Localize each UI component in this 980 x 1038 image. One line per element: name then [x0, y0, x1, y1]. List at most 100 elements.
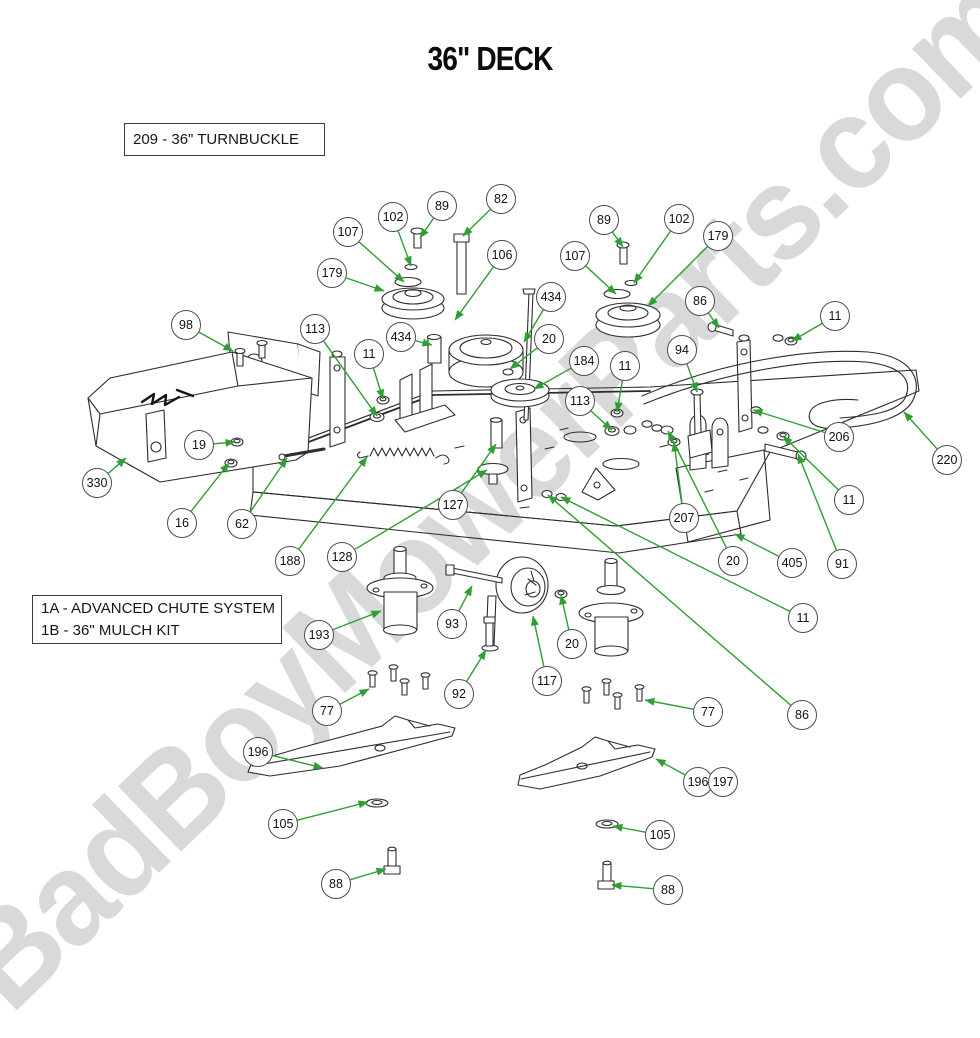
callout-107: 107 — [333, 217, 363, 247]
leader-line-62 — [249, 457, 288, 512]
leader-line-88 — [350, 867, 387, 881]
leader-line-98 — [198, 331, 234, 352]
leader-line-92 — [466, 649, 487, 682]
discharge-chute — [87, 331, 321, 483]
kit-note-box: 1A - ADVANCED CHUTE SYSTEM 1B - 36" MULC… — [32, 595, 282, 644]
callout-16: 16 — [167, 508, 197, 538]
leader-line-330 — [107, 457, 127, 474]
leader-line-88 — [611, 881, 654, 890]
leader-line-93 — [458, 585, 473, 612]
leader-line-89 — [612, 231, 624, 248]
callout-91: 91 — [827, 549, 857, 579]
callout-113: 113 — [300, 314, 330, 344]
leader-line-20 — [559, 594, 570, 630]
callout-179: 179 — [317, 258, 347, 288]
callout-89: 89 — [589, 205, 619, 235]
callout-434: 434 — [386, 322, 416, 352]
callout-86: 86 — [787, 700, 817, 730]
callout-105: 105 — [645, 820, 675, 850]
leader-line-77 — [644, 697, 694, 710]
kit-note-line2: 1B - 36" MULCH KIT — [41, 621, 180, 639]
leader-line-179 — [647, 246, 708, 307]
leader-line-434 — [415, 338, 433, 347]
leader-line-207 — [671, 441, 683, 504]
callout-94: 94 — [667, 335, 697, 365]
callout-434: 434 — [536, 282, 566, 312]
leader-line-86 — [708, 312, 720, 329]
callout-206: 206 — [824, 422, 854, 452]
leader-line-179 — [345, 277, 385, 292]
callout-11: 11 — [820, 301, 850, 331]
leader-line-107 — [585, 265, 617, 295]
leader-line-11 — [614, 380, 624, 413]
callout-405: 405 — [777, 548, 807, 578]
leader-line-89 — [419, 218, 435, 239]
callout-184: 184 — [569, 346, 599, 376]
callout-220: 220 — [932, 445, 962, 475]
callout-128: 128 — [327, 542, 357, 572]
leader-line-11 — [782, 435, 839, 491]
leader-line-105 — [612, 823, 646, 833]
callout-102: 102 — [664, 204, 694, 234]
leader-line-434 — [523, 309, 544, 343]
callout-102: 102 — [378, 202, 408, 232]
leader-line-94 — [686, 363, 698, 393]
kit-note-line1: 1A - ADVANCED CHUTE SYSTEM — [41, 599, 275, 617]
callout-113: 113 — [565, 386, 595, 416]
callout-98: 98 — [171, 310, 201, 340]
callout-193: 193 — [304, 620, 334, 650]
leader-line-206 — [752, 409, 825, 434]
callout-117: 117 — [532, 666, 562, 696]
callout-77: 77 — [693, 697, 723, 727]
callout-86: 86 — [685, 286, 715, 316]
callout-82: 82 — [486, 184, 516, 214]
leader-line-405 — [734, 533, 779, 557]
callout-89: 89 — [427, 191, 457, 221]
callout-106: 106 — [487, 240, 517, 270]
callout-20: 20 — [557, 629, 587, 659]
callout-62: 62 — [227, 509, 257, 539]
leader-line-113 — [323, 340, 378, 417]
hanger-brackets — [329, 334, 753, 503]
leader-line-107 — [358, 241, 405, 283]
leader-line-196 — [272, 754, 324, 770]
leader-line-193 — [332, 610, 382, 631]
callout-20: 20 — [534, 324, 564, 354]
leader-line-196 — [655, 758, 686, 776]
callout-196: 196 — [243, 737, 273, 767]
leader-line-91 — [797, 453, 838, 551]
leader-line-77 — [339, 688, 370, 705]
leader-line-102 — [633, 230, 671, 284]
callout-127: 127 — [438, 490, 468, 520]
callout-11: 11 — [354, 339, 384, 369]
leader-line-105 — [297, 800, 369, 821]
deflector-bar — [641, 350, 917, 429]
leader-line-11 — [791, 322, 823, 342]
blades — [247, 715, 656, 790]
leader-line-188 — [298, 456, 368, 550]
callout-88: 88 — [321, 869, 351, 899]
callout-92: 92 — [444, 679, 474, 709]
callout-19: 19 — [184, 430, 214, 460]
deck-illustration — [87, 227, 920, 890]
leader-line-128 — [354, 469, 488, 550]
leader-line-220 — [903, 411, 938, 450]
leader-line-19 — [213, 438, 236, 447]
leader-line-117 — [531, 615, 545, 667]
callout-188: 188 — [275, 546, 305, 576]
leader-line-106 — [454, 266, 494, 321]
pulleys — [381, 227, 661, 485]
turnbuckle-note-text: 209 - 36" TURNBUCKLE — [133, 130, 299, 148]
blade-bolts — [367, 664, 645, 710]
callout-179: 179 — [703, 221, 733, 251]
leader-line-127 — [461, 443, 497, 494]
callout-11: 11 — [788, 603, 818, 633]
callout-77: 77 — [312, 696, 342, 726]
callout-93: 93 — [437, 609, 467, 639]
callout-197: 197 — [708, 767, 738, 797]
callout-330: 330 — [82, 468, 112, 498]
callout-11: 11 — [834, 485, 864, 515]
leader-line-184 — [533, 367, 572, 390]
